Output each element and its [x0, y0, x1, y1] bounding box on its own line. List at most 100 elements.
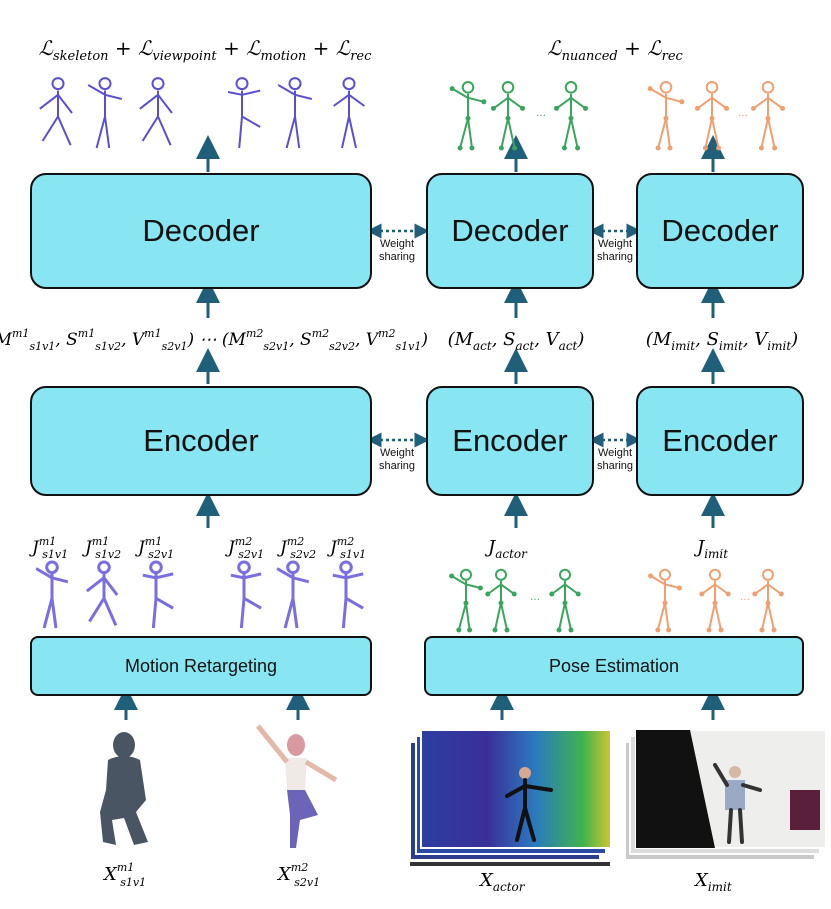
skeleton-head	[762, 568, 774, 581]
skeleton-bone	[451, 575, 467, 586]
skeleton-bone	[341, 116, 350, 149]
skeleton-bone	[292, 576, 310, 584]
video-stack-imit	[624, 729, 827, 861]
skeleton-bone	[291, 598, 299, 629]
skeleton-bone	[348, 116, 357, 149]
skeleton-head	[98, 77, 112, 91]
skeleton-bone	[507, 118, 516, 149]
skeleton-joint	[504, 627, 510, 633]
retargeted-skeletons-left	[35, 560, 364, 629]
skeleton-bone	[104, 116, 111, 149]
skeleton-joint	[780, 105, 786, 111]
weight-sharing-label: Weight sharing	[378, 238, 416, 263]
skeleton-head	[51, 77, 65, 91]
skeleton-bone	[714, 583, 729, 595]
latent-label-imit: (Mimit, Simit, Vimit)	[646, 329, 798, 353]
weight-sharing-arrows	[366, 223, 642, 448]
estimated-skeletons-imit: …	[648, 568, 784, 633]
skeleton-joint	[456, 627, 462, 633]
skeleton-joint	[699, 591, 705, 597]
skeleton-bone	[714, 602, 722, 631]
decoder-imit: Decoder	[636, 173, 804, 289]
skeleton-bone	[87, 84, 106, 96]
skeleton-bone	[57, 116, 72, 146]
skeleton-bone	[650, 575, 666, 586]
skeleton-bone	[494, 602, 502, 631]
skeleton-head	[461, 80, 475, 94]
skeleton-head	[564, 80, 578, 94]
skeleton-bone	[767, 97, 784, 110]
skeleton-bone	[564, 583, 579, 595]
skeleton-bone	[704, 118, 713, 149]
skeleton-bone	[459, 118, 469, 149]
skeleton-head	[709, 568, 721, 581]
skeleton-bone	[551, 583, 566, 595]
skeleton-bone	[563, 118, 572, 149]
skeleton-bone	[276, 567, 294, 580]
skeleton-head	[288, 77, 302, 91]
skeleton-bone	[294, 93, 313, 100]
actor-figure	[505, 767, 553, 842]
skeleton-bone	[492, 97, 509, 110]
skeleton-joint	[556, 627, 562, 633]
skeleton-bone	[467, 118, 473, 149]
skeleton-joint	[485, 591, 491, 597]
skeleton-head	[286, 560, 300, 575]
skeleton-bone	[708, 602, 716, 631]
skeleton-bone	[487, 583, 502, 595]
skeleton-bone	[241, 115, 261, 128]
skeleton-bone	[102, 597, 118, 626]
skeleton-joint	[520, 105, 526, 111]
skeleton-bone	[142, 573, 157, 580]
input-label-imit: Ximit	[693, 870, 732, 894]
skeleton-head	[460, 568, 472, 581]
skeleton-bone	[656, 602, 666, 631]
skeleton-head	[559, 568, 571, 581]
latent-label-left: (Mm1s1v1, Sm1s1v2, Vm1s2v1) ⋯ (Mm2s2v1, …	[0, 327, 428, 353]
skeleton-joint	[758, 145, 764, 151]
skeleton-bone	[507, 97, 524, 110]
skeleton-bone	[41, 115, 59, 142]
skeleton-head	[237, 560, 251, 575]
skeleton-joint	[647, 86, 653, 92]
imitator-figure	[713, 763, 762, 844]
input-label-actor: Xactor	[478, 870, 526, 894]
skeleton-bone	[555, 97, 572, 110]
skeleton-joint	[575, 145, 581, 151]
skeleton-bone	[241, 89, 261, 96]
skeleton-bone	[88, 597, 106, 623]
pose-estimation-module: Pose Estimation	[424, 636, 804, 696]
skeleton-bone	[57, 94, 73, 114]
skeleton-joint	[666, 627, 672, 633]
skeleton-joint	[490, 105, 496, 111]
skeleton-joint	[511, 591, 517, 597]
skeleton-bone	[649, 87, 667, 99]
skeleton-joint	[725, 591, 731, 597]
skeleton-head	[151, 77, 165, 91]
skeleton-bone	[345, 572, 364, 580]
skeleton-joint	[676, 585, 682, 591]
skeleton-bone	[761, 602, 769, 631]
video-stack-actor	[409, 729, 612, 866]
skeleton-head	[339, 560, 353, 575]
skeleton-bone	[467, 96, 485, 103]
skeleton-joint	[772, 145, 778, 151]
skeleton-bone	[500, 602, 508, 631]
skeleton-joint	[679, 99, 685, 105]
decoder-actor: Decoder	[426, 173, 594, 289]
skeleton-joint	[752, 591, 758, 597]
skeleton-bone	[558, 602, 566, 631]
motion-retargeting-module: Motion Retargeting	[30, 636, 372, 696]
skeleton-bone	[696, 97, 713, 110]
skeleton-joint	[457, 145, 463, 151]
skeleton-bone	[754, 583, 769, 595]
skeleton-bone	[243, 572, 262, 580]
